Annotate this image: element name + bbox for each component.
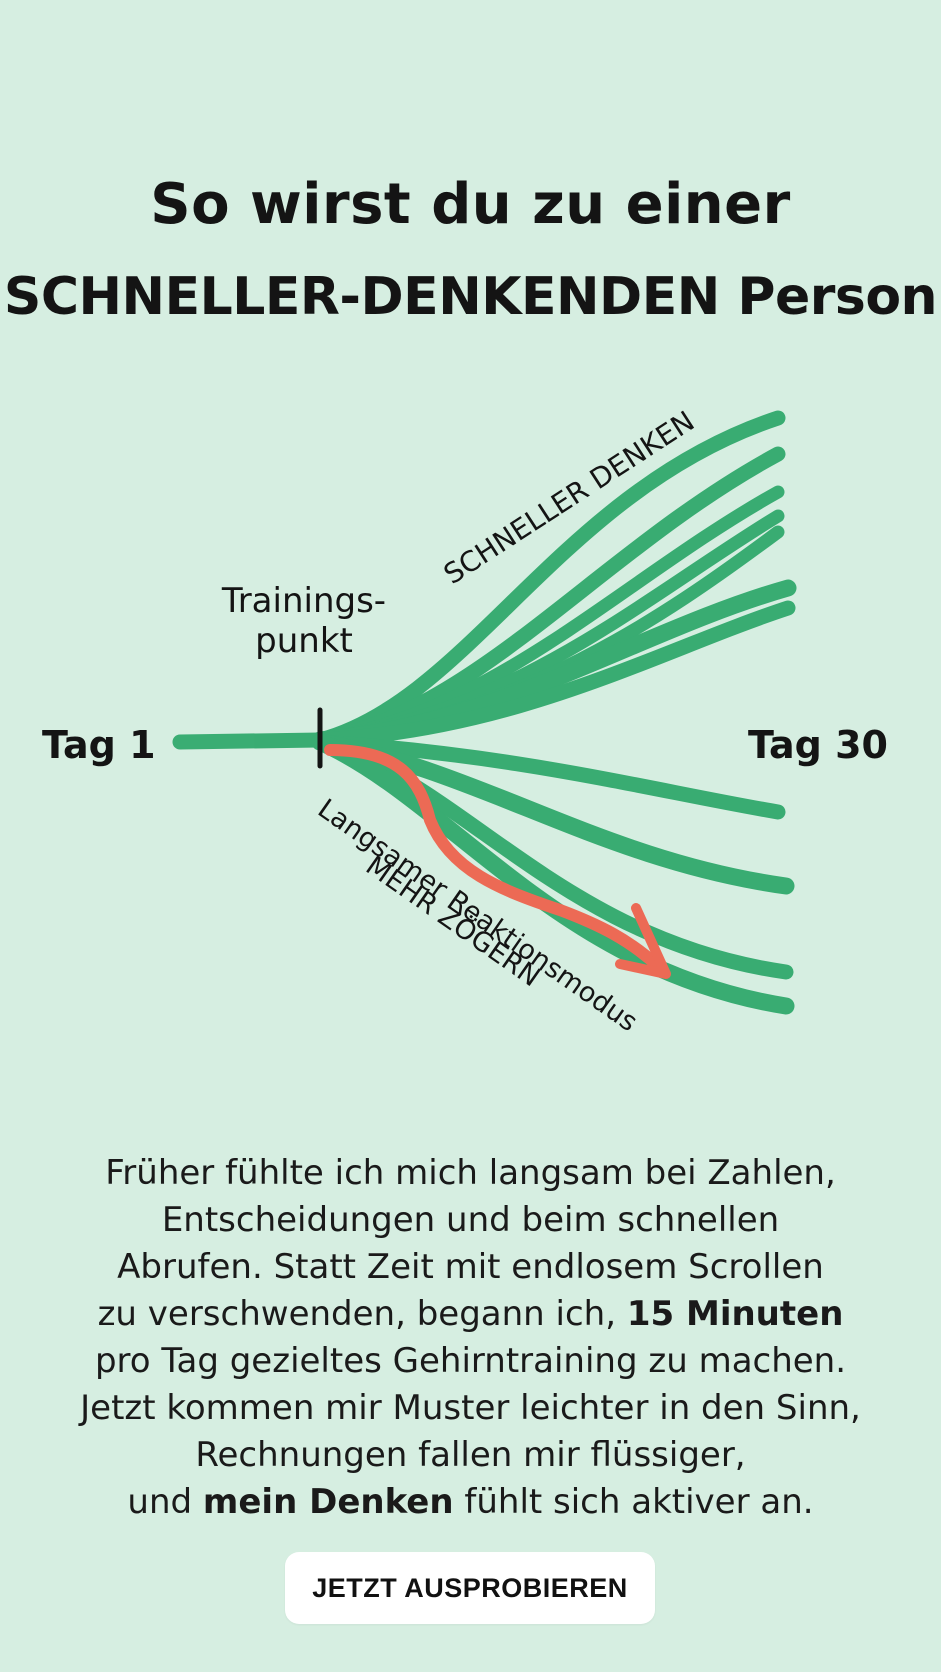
description-line-8-post: fühlt sich aktiver an. — [453, 1482, 814, 1522]
start-label: Tag 1 — [42, 723, 156, 767]
branch-1 — [312, 410, 786, 748]
slow-path — [324, 744, 666, 974]
description-line-8-pre: und — [127, 1482, 203, 1522]
slow-label-line-2: MEHR ZÖGERN — [360, 850, 546, 994]
branch-8 — [312, 734, 786, 820]
description-line-6: Jetzt kommen mir Muster leichter in den … — [80, 1388, 861, 1428]
description-line-4-text: zu verschwenden, begann ich, — [97, 1294, 627, 1334]
description-line-1: Früher fühlte ich mich langsam bei Zahle… — [105, 1153, 836, 1193]
description-line-4: zu verschwenden, begann ich, 15 Minuten — [40, 1291, 901, 1338]
description-line-2: Entscheidungen und beim schnellen — [161, 1200, 780, 1240]
title-line-2: SCHNELLER-DENKENDEN Person — [3, 267, 938, 328]
description-line-8: und mein Denken fühlt sich aktiver an. — [40, 1479, 901, 1526]
description-highlight-thinking: mein Denken — [202, 1482, 454, 1522]
branch-7 — [312, 600, 796, 748]
end-label: Tag 30 — [748, 723, 888, 767]
title-line-1: So wirst du zu einer — [150, 172, 791, 238]
trunk-line — [172, 732, 328, 750]
description-line-3: Abrufen. Statt Zeit mit endlosem Scrolle… — [117, 1247, 824, 1287]
training-label-line-1: Trainings- — [221, 581, 386, 621]
description-line-5: pro Tag gezieltes Gehirntraining zu mach… — [94, 1341, 847, 1381]
branch-11 — [311, 733, 795, 1015]
description: Früher fühlte ich mich langsam bei Zahle… — [40, 1150, 901, 1526]
try-now-button[interactable]: JETZT AUSPROBIEREN — [285, 1552, 655, 1624]
training-label-line-2: punkt — [255, 621, 353, 661]
description-line-7: Rechnungen fallen mir flüssiger, — [195, 1435, 746, 1475]
branching-diagram: Tag 1 Tag 30 Trainings- punkt SCHNELLER … — [42, 404, 888, 1038]
fast-branches — [172, 410, 797, 1015]
page-title: So wirst du zu einer SCHNELLER-DENKENDEN… — [0, 161, 941, 345]
slow-arrowhead — [615, 903, 671, 979]
description-highlight-minutes: 15 Minuten — [626, 1294, 844, 1334]
